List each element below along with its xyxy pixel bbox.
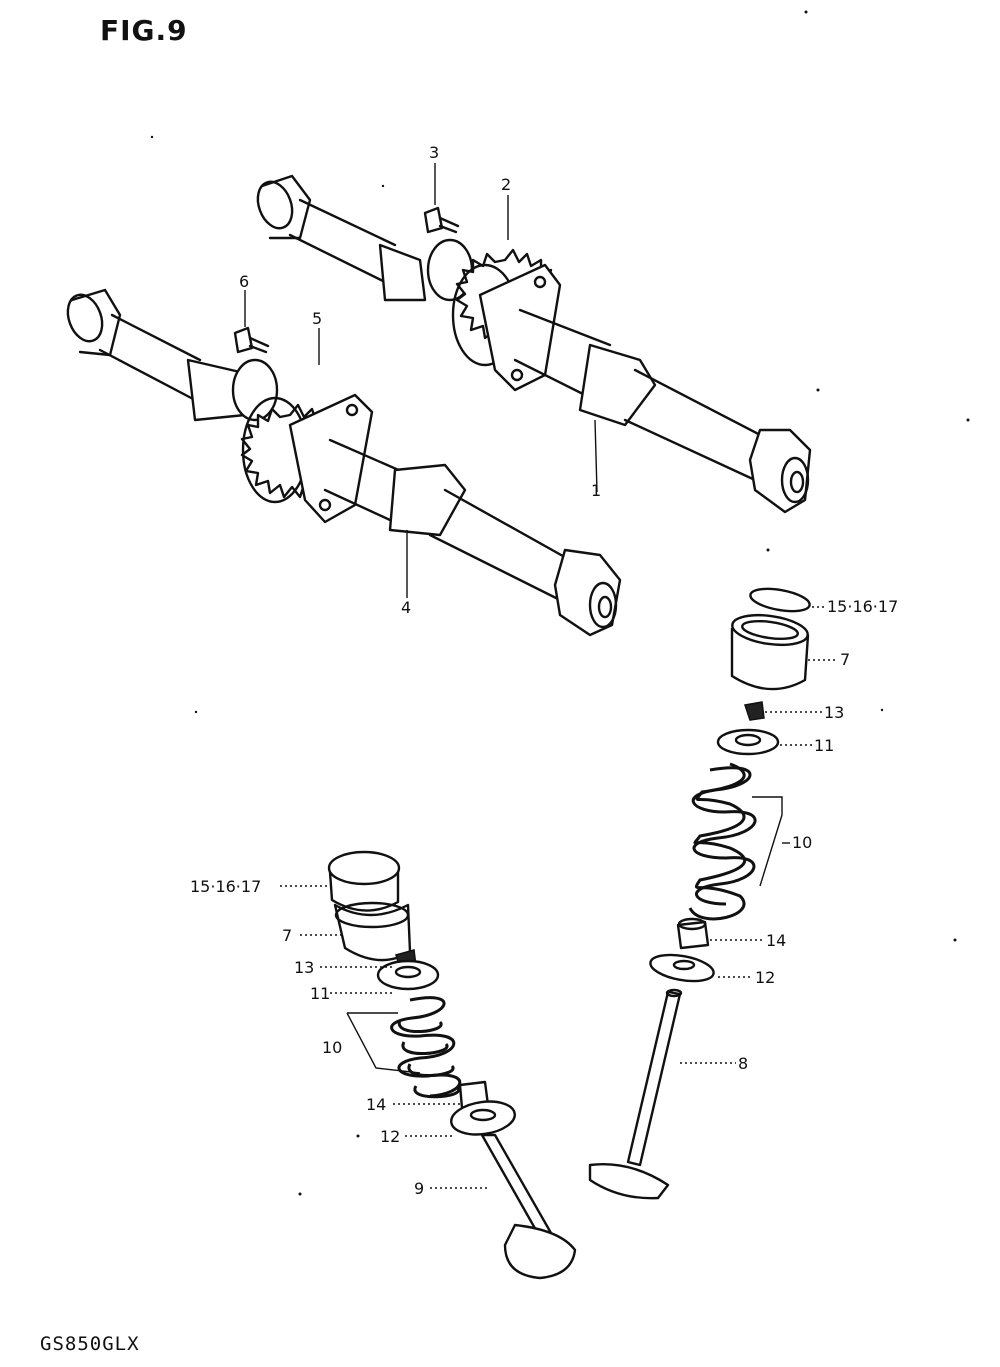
label-13-left: 13 [294,958,314,977]
label-12-left: 12 [380,1127,400,1146]
label-8: 8 [738,1054,748,1073]
spring-seat-right [649,953,715,983]
label-1: 1 [591,481,601,500]
leader-lines [244,163,838,1189]
label-4: 4 [401,598,411,617]
label-5: 5 [312,309,322,328]
spring-seat-left [450,1100,516,1136]
cam-sprocket-lower [240,393,374,524]
retainer-left [376,959,440,991]
label-2: 2 [501,175,511,194]
label-13-right: 13 [824,703,844,722]
spring-left [390,996,462,1099]
label-7-left: 7 [282,926,292,945]
cotter-right [744,701,765,721]
retainer-right [716,728,780,756]
spring-right [688,762,757,921]
camshaft-upper [256,174,812,514]
part-labels: 1 2 3 4 5 6 15·16·17 7 13 11 10 14 12 8 … [190,143,898,1198]
label-7-right: 7 [840,650,850,669]
label-12-right: 12 [755,968,775,987]
seal-right [676,917,710,950]
shim-left [327,850,401,912]
label-14-left: 14 [366,1095,386,1114]
tappet-right [730,613,810,691]
scan-specks [150,10,970,1196]
bolt-3 [423,206,460,234]
valve-assembly-right [588,587,811,1200]
label-9: 9 [414,1179,424,1198]
label-11-left: 11 [310,984,330,1003]
tappet-left [333,901,412,962]
label-10-left: 10 [322,1038,342,1057]
label-3: 3 [429,143,439,162]
valve-assembly-left [327,850,577,1280]
label-shim-right: 15·16·17 [827,597,898,616]
figure-title: FIG.9 [100,14,188,47]
shim-right [749,587,811,613]
label-shim-left: 15·16·17 [190,877,261,896]
label-6: 6 [239,272,249,291]
cam-sprocket-upper [451,248,562,392]
label-11-right: 11 [814,736,834,755]
camshaft-lower [66,288,622,637]
valve-9 [480,1133,577,1280]
valve-8 [588,988,683,1200]
bolt-6 [233,326,270,354]
label-14-right: 14 [766,931,786,950]
model-code: GS850GLX [40,1333,140,1355]
label-10-right: 10 [792,833,812,852]
